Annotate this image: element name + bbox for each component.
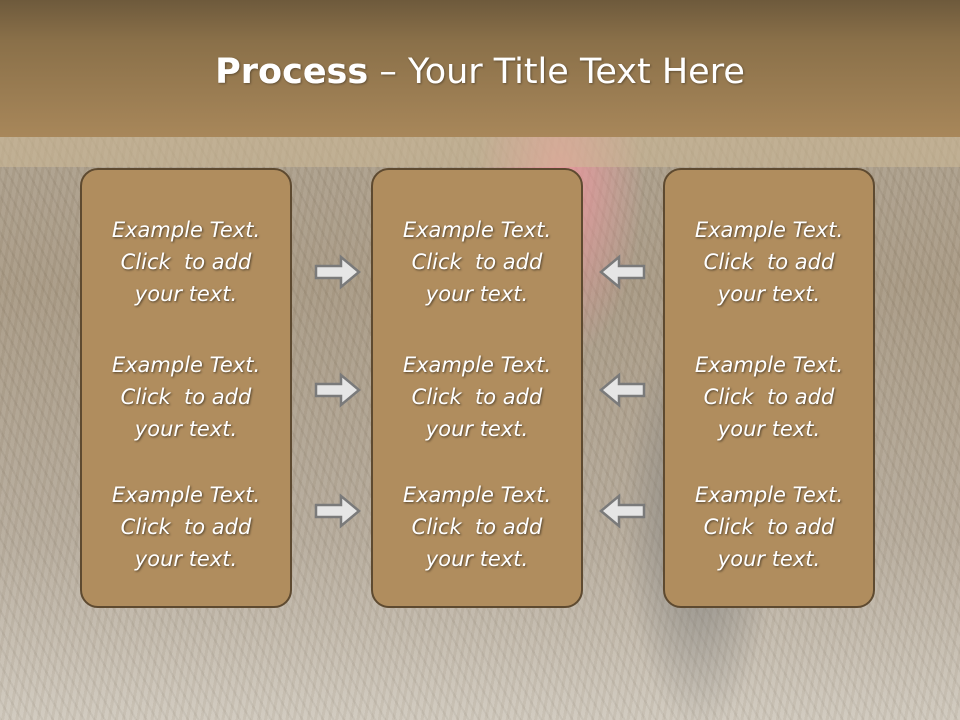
box-1-text-1[interactable]: Example Text. Click to add your text.	[82, 214, 290, 310]
arrow-right-icon	[314, 493, 361, 529]
text-line: Example Text.	[402, 353, 552, 377]
title-bar	[0, 0, 960, 137]
text-line: Click to add	[703, 385, 835, 409]
text-line: Example Text.	[694, 483, 844, 507]
title-bold: Process	[215, 52, 369, 92]
process-box-3[interactable]: Example Text. Click to add your text. Ex…	[663, 168, 875, 608]
text-line: Click to add	[411, 515, 543, 539]
text-line: your text.	[717, 282, 821, 306]
text-line: Click to add	[703, 250, 835, 274]
text-line: your text.	[717, 417, 821, 441]
process-box-2[interactable]: Example Text. Click to add your text. Ex…	[371, 168, 583, 608]
arrow-left-icon	[599, 254, 646, 290]
box-2-text-1[interactable]: Example Text. Click to add your text.	[373, 214, 581, 310]
box-3-text-1[interactable]: Example Text. Click to add your text.	[665, 214, 873, 310]
text-line: your text.	[134, 282, 238, 306]
text-line: Click to add	[120, 385, 252, 409]
text-line: your text.	[134, 417, 238, 441]
text-line: Example Text.	[111, 353, 261, 377]
title-bar-strip	[0, 137, 960, 167]
arrow-left-icon	[599, 372, 646, 408]
text-line: Click to add	[120, 250, 252, 274]
text-line: Example Text.	[111, 218, 261, 242]
box-2-text-3[interactable]: Example Text. Click to add your text.	[373, 479, 581, 575]
arrow-right-icon	[314, 254, 361, 290]
box-1-text-2[interactable]: Example Text. Click to add your text.	[82, 349, 290, 445]
text-line: Click to add	[120, 515, 252, 539]
process-box-1[interactable]: Example Text. Click to add your text. Ex…	[80, 168, 292, 608]
box-3-text-3[interactable]: Example Text. Click to add your text.	[665, 479, 873, 575]
text-line: your text.	[425, 282, 529, 306]
text-line: Click to add	[411, 385, 543, 409]
box-2-text-2[interactable]: Example Text. Click to add your text.	[373, 349, 581, 445]
title-rest: – Your Title Text Here	[368, 52, 745, 92]
arrow-right-icon	[314, 372, 361, 408]
text-line: Example Text.	[402, 218, 552, 242]
text-line: your text.	[425, 417, 529, 441]
text-line: Example Text.	[111, 483, 261, 507]
slide-title[interactable]: Process – Your Title Text Here	[0, 52, 960, 92]
text-line: your text.	[425, 547, 529, 571]
text-line: Click to add	[703, 515, 835, 539]
text-line: Click to add	[411, 250, 543, 274]
text-line: your text.	[717, 547, 821, 571]
box-3-text-2[interactable]: Example Text. Click to add your text.	[665, 349, 873, 445]
box-1-text-3[interactable]: Example Text. Click to add your text.	[82, 479, 290, 575]
text-line: Example Text.	[694, 218, 844, 242]
text-line: your text.	[134, 547, 238, 571]
arrow-left-icon	[599, 493, 646, 529]
text-line: Example Text.	[694, 353, 844, 377]
text-line: Example Text.	[402, 483, 552, 507]
